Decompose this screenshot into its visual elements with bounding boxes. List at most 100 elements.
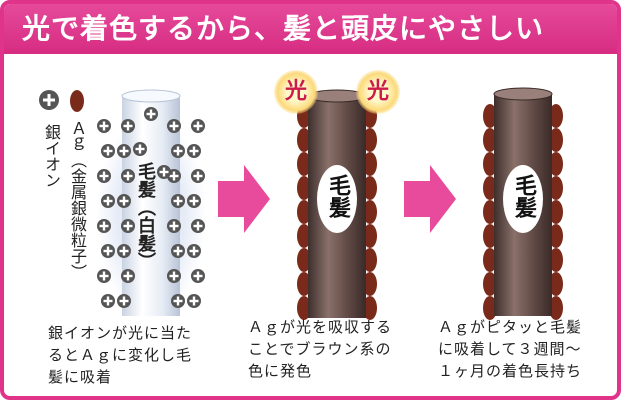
silver-ion-icon bbox=[97, 219, 111, 233]
ag-particle bbox=[297, 128, 311, 152]
ag-particle bbox=[483, 224, 497, 248]
silver-ion-icon bbox=[171, 244, 185, 258]
ag-particle bbox=[483, 176, 497, 200]
step-arrow-1 bbox=[218, 165, 270, 233]
panel-1-caption: 銀イオンが光に当た るとＡｇに変化し毛 髪に吸着 bbox=[48, 322, 192, 388]
light-label-left: 光 bbox=[284, 79, 307, 104]
ag-particle bbox=[549, 128, 563, 152]
white-hair-top bbox=[121, 89, 181, 103]
silver-ion-icon bbox=[101, 144, 115, 158]
caption-line: に吸着して３週間〜 bbox=[438, 340, 582, 358]
ag-particle bbox=[483, 200, 497, 224]
hair-label-bubble bbox=[317, 165, 357, 233]
page-title: 光で着色するから、髪と頭皮にやさしい bbox=[22, 12, 545, 45]
ag-particle bbox=[483, 272, 497, 296]
ag-particle bbox=[297, 296, 311, 320]
silver-ion-icon bbox=[191, 219, 205, 233]
caption-line: Ａｇがピタッと毛髪 bbox=[438, 318, 583, 336]
silver-ion-icon bbox=[191, 269, 205, 283]
silver-ion-icon bbox=[171, 294, 185, 308]
silver-ion-icon bbox=[187, 144, 201, 158]
silver-ion-icon bbox=[101, 194, 115, 208]
ag-particle bbox=[483, 296, 497, 320]
ag-particle bbox=[549, 224, 563, 248]
ag-particle bbox=[363, 176, 377, 200]
legend-silver-ion-label: 銀イオン bbox=[42, 124, 61, 188]
light-glow-left bbox=[274, 70, 318, 114]
ag-particle bbox=[297, 152, 311, 176]
ag-particle bbox=[549, 176, 563, 200]
ag-particle bbox=[297, 200, 311, 224]
silver-ion-icon bbox=[144, 107, 158, 121]
caption-line: 銀イオンが光に当た bbox=[48, 324, 193, 342]
silver-ion-icon bbox=[171, 194, 185, 208]
panel-2-hair-label: 毛髪 bbox=[325, 174, 350, 218]
ag-particle bbox=[483, 248, 497, 272]
ag-particle bbox=[549, 152, 563, 176]
silver-ion-icon bbox=[97, 269, 111, 283]
ag-particle bbox=[363, 248, 377, 272]
ag-particle bbox=[363, 272, 377, 296]
legend-ag-label: Ａｇ（金属銀微粒子） bbox=[68, 120, 87, 280]
legend-silver-ion-icon bbox=[39, 90, 59, 110]
silver-ion-icon bbox=[167, 219, 181, 233]
silver-ion-icon bbox=[191, 119, 205, 133]
ag-particle bbox=[549, 200, 563, 224]
silver-ion-icon bbox=[191, 169, 205, 183]
ag-particle bbox=[549, 104, 563, 128]
panel-1-white-hair-group bbox=[96, 89, 206, 319]
silver-ion-icon bbox=[187, 294, 201, 308]
silver-ion-icon bbox=[121, 169, 135, 183]
panel-3-colored-hair-group bbox=[483, 87, 563, 320]
caption-line: 色に発色 bbox=[248, 362, 313, 380]
ag-particle bbox=[363, 128, 377, 152]
caption-line: 髪に吸着 bbox=[48, 368, 113, 386]
ag-particles-adhered bbox=[483, 104, 563, 320]
silver-ion-icon bbox=[117, 294, 131, 308]
silver-ion-icon bbox=[117, 194, 131, 208]
silver-ion-icon bbox=[97, 169, 111, 183]
ag-particle bbox=[297, 176, 311, 200]
silver-ion-icon bbox=[167, 269, 181, 283]
colored-hair-top bbox=[493, 87, 553, 101]
legend-ag-particle-icon bbox=[70, 90, 84, 112]
ag-particle bbox=[363, 152, 377, 176]
ag-particles-left-right bbox=[297, 104, 377, 320]
caption-line: １ヶ月の着色長持ち bbox=[438, 362, 583, 380]
silver-ion-icon bbox=[117, 144, 131, 158]
silver-ion-icon bbox=[133, 142, 147, 156]
title-bar: 光で着色するから、髪と頭皮にやさしい bbox=[4, 4, 617, 54]
caption-line: Ａｇが光を吸収する bbox=[248, 318, 393, 336]
ag-particle bbox=[483, 104, 497, 128]
silver-ion-icon bbox=[121, 269, 135, 283]
silver-ion-icon bbox=[117, 244, 131, 258]
light-glow-right bbox=[356, 70, 400, 114]
panel-2-brown-hair-group bbox=[297, 89, 377, 320]
ag-particle bbox=[549, 248, 563, 272]
silver-ion-icon bbox=[171, 144, 185, 158]
ag-particle bbox=[483, 152, 497, 176]
light-label-right: 光 bbox=[366, 79, 389, 104]
panel-3-hair-label: 毛髪 bbox=[511, 174, 536, 218]
silver-ion-icon bbox=[157, 165, 171, 179]
panel-2-caption: Ａｇが光を吸収する ことでブラウン系の 色に発色 bbox=[248, 316, 392, 382]
ag-particle bbox=[363, 224, 377, 248]
ag-particle bbox=[297, 248, 311, 272]
silver-ion-icon bbox=[167, 119, 181, 133]
ag-particle bbox=[549, 272, 563, 296]
hair-label-bubble-3 bbox=[503, 165, 543, 233]
panel-1-hair-label: 毛髪（白髪） bbox=[135, 162, 156, 270]
silver-ion-icon bbox=[187, 244, 201, 258]
ag-particle bbox=[297, 272, 311, 296]
ag-particle bbox=[363, 296, 377, 320]
silver-ion-icon bbox=[121, 219, 135, 233]
ag-particle bbox=[297, 224, 311, 248]
panel-3-caption: Ａｇがピタッと毛髪 に吸着して３週間〜 １ヶ月の着色長持ち bbox=[438, 316, 582, 382]
ag-particle bbox=[483, 128, 497, 152]
silver-ion-icon bbox=[101, 294, 115, 308]
silver-ion-icon bbox=[97, 119, 111, 133]
process-diagram bbox=[39, 87, 563, 320]
step-arrow-2 bbox=[404, 165, 456, 233]
silver-ion-icon bbox=[101, 244, 115, 258]
